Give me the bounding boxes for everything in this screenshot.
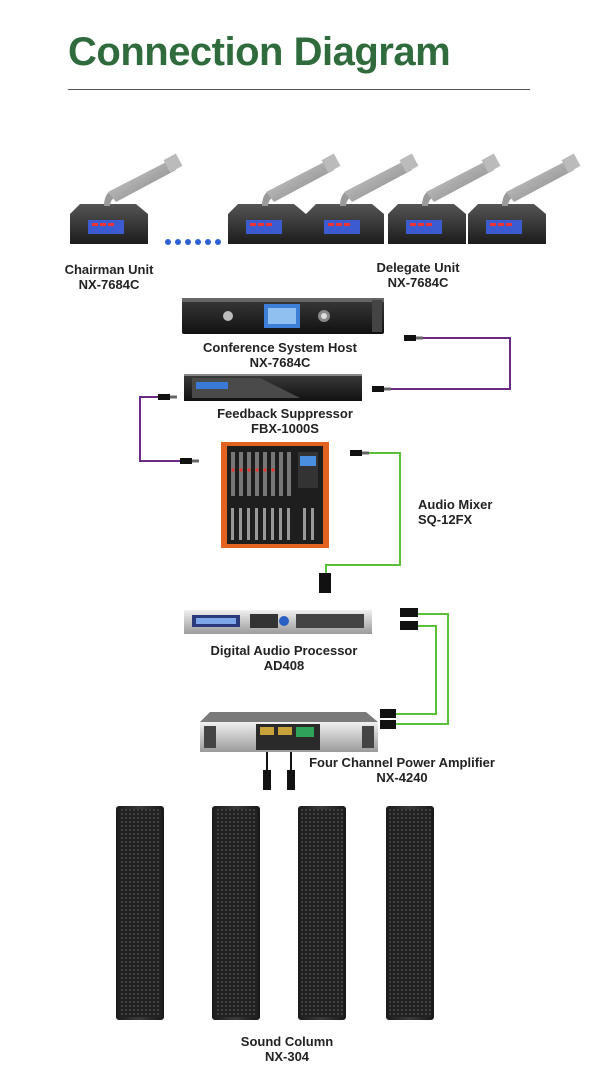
sound-column-1 [116,806,164,1020]
title-divider [68,89,530,90]
chairman-unit-icon [70,153,183,244]
conference-host-icon [182,298,384,334]
audio-mixer-icon [221,442,329,548]
power-amplifier-icon [200,712,378,752]
feedback-suppressor-icon [184,374,362,401]
sound-column-3 [298,806,346,1020]
audio-processor-icon [184,610,372,634]
green-cables [325,452,449,725]
sound-column-4 [386,806,434,1020]
purple-cables [139,337,511,462]
xlr-connectors [158,335,423,790]
page-title: Connection Diagram [68,30,451,74]
sound-column-2 [212,806,260,1020]
ellipsis-dots [165,239,221,245]
